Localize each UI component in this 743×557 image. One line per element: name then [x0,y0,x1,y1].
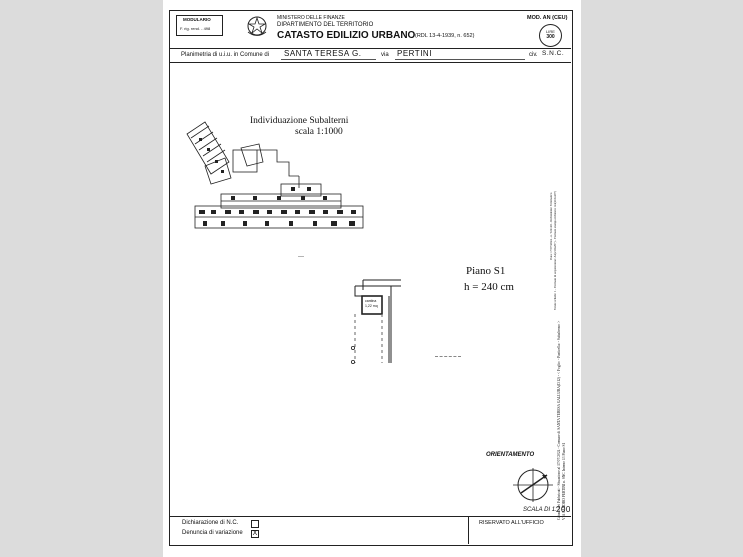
stamp-currency: LIRE [546,29,555,34]
new-construction-checkbox[interactable] [251,520,259,528]
revenue-stamp: LIRE 300 [539,24,562,47]
footer-rule [169,516,571,517]
model-code: MOD. AN (CEU) [527,15,568,21]
scale-label: SCALA DI 1: [523,507,557,513]
floor-height: h = 240 cm [464,281,514,293]
via-underline [395,59,525,60]
variation-label: Denuncia di variazione [182,530,243,536]
department-name: DIPARTIMENTO DEL TERRITORIO [277,22,374,28]
modulario-box: MODULARIO F. rig. rend. - 498 [176,15,223,36]
site-plan-drawing [186,121,364,229]
new-construction-label: Dichiarazione di N.C. [182,520,239,526]
variation-check-mark: X [252,530,258,537]
republic-emblem-icon [247,16,267,36]
ministry-name: MINISTERO DELLE FINANZE [277,15,345,21]
civ-label: civ. [529,52,538,58]
header-rule [169,48,571,49]
north-arrow-icon [513,468,553,502]
comune-value: SANTA TERESA G. [284,49,362,58]
section-dashes [435,356,461,357]
via-value: PERTINI [397,49,432,58]
document-title: CATASTO EDILIZIO URBANO [277,30,416,41]
planimetria-rule [169,62,571,63]
civ-value: S.N.C. [542,50,565,57]
modulario-code: F. rig. rend. - 498 [180,26,211,31]
subalterni-scale: scala 1:1000 [295,127,343,137]
unit-room-label: cantina [365,299,377,303]
sheet-frame [169,10,573,546]
variation-checkbox[interactable]: X [251,530,259,538]
stamp-value: 300 [546,34,555,40]
modulario-label: MODULARIO [183,17,211,22]
reserved-office-label: RISERVATO ALL'UFFICIO [479,520,544,526]
cadastral-sheet: MODULARIO F. rig. rend. - 498 MINISTERO … [163,0,581,557]
decree-reference: (RDL 13-4-1939, n. 652) [415,33,475,39]
unit-room-area: 1,22 mq [365,304,378,308]
side-text-line-3: Catasto dei Fabbricati - Situazione al 1… [557,320,561,520]
scale-value: 200 [556,505,571,514]
plan-mark: — [298,254,304,260]
floor-name: Piano S1 [466,265,506,277]
via-label: via [381,52,389,58]
unit-floor-plan [350,279,401,365]
reserved-divider [468,516,469,544]
orientation-label: ORIENTAMENTO [486,452,535,458]
comune-underline [281,59,376,60]
side-text-line-2: Totale schede: 1 - Formato di acquisizio… [553,190,557,310]
planimetria-prefix: Planimetria di u.i.u. in Comune di [181,52,270,58]
subalterni-title: Individuazione Subalterni [250,116,349,126]
